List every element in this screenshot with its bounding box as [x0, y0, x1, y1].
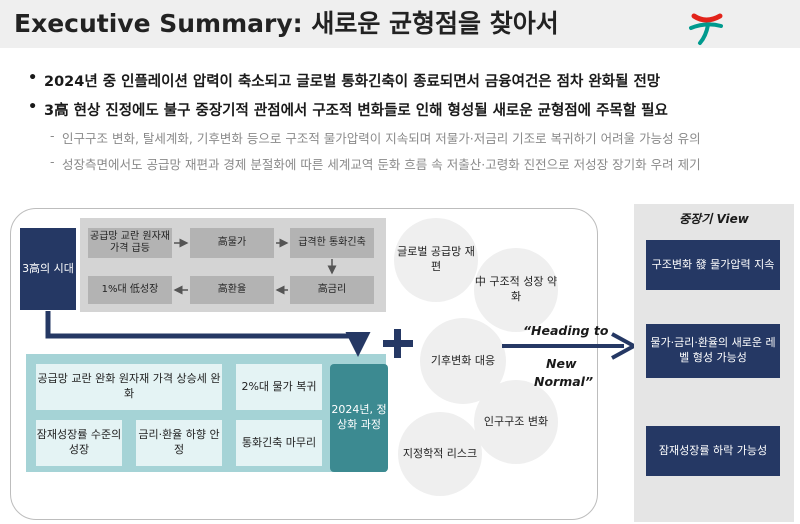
arrow-era-to-normalization [45, 311, 371, 357]
box-potential-growth: 잠재성장률 수준의 성장 [36, 420, 122, 466]
view-title: 중장기 View [679, 212, 749, 226]
circle-china-growth: 中 구조적 성장 약화 [474, 248, 558, 332]
header-bar [0, 0, 800, 48]
circle-global-supply-chain: 글로벌 공급망 재편 [394, 218, 478, 302]
box-supply-shock: 공급망 교란 원자재 가격 급등 [88, 228, 172, 258]
box-end-tightening: 통화긴축 마무리 [236, 420, 322, 466]
heading-text-line2: New [546, 356, 577, 371]
sub-bullet-2: -성장측면에서도 공급망 재편과 경제 분절화에 따른 세계교역 둔화 흐름 속… [50, 154, 701, 172]
view-item-inflation-pressure: 구조변화 發 물가압력 지속 [646, 240, 780, 290]
box-three-highs-era: 3高의 시대 [20, 228, 76, 310]
page-title: Executive Summary: 새로운 균형점을 찾아서 [14, 9, 559, 38]
view-item-growth-decline: 잠재성장률 하락 가능성 [646, 426, 780, 476]
circle-geopolitical-risk: 지정학적 리스크 [398, 412, 482, 496]
box-high-rate: 高금리 [290, 276, 374, 304]
box-supply-easing: 공급망 교란 완화 원자재 가격 상승세 완화 [36, 364, 222, 410]
box-low-growth: 1%대 低성장 [88, 276, 172, 304]
view-item-new-level: 물가·금리·환율의 새로운 레벨 형성 가능성 [646, 324, 780, 378]
box-normalization-process: 2024년, 정상화 과정 [330, 364, 388, 472]
circle-climate-change: 기후변화 대응 [420, 318, 506, 404]
circle-demographics: 인구구조 변화 [474, 380, 558, 464]
company-logo [689, 13, 723, 45]
heading-text-line3: Normal” [534, 374, 594, 389]
bullet-1: •2024년 중 인플레이션 압력이 축소되고 글로벌 통화긴축이 종료되면서 … [28, 70, 661, 90]
box-rapid-tightening: 급격한 통화긴축 [290, 228, 374, 258]
box-inflation-return: 2%대 물가 복귀 [236, 364, 322, 410]
box-high-fx: 高환율 [190, 276, 274, 304]
bullet-2: •3高 현상 진정에도 불구 중장기적 관점에서 구조적 변화들로 인해 형성될… [28, 99, 668, 119]
box-high-price: 高물가 [190, 228, 274, 258]
box-rates-stable: 금리·환율 하향 안정 [136, 420, 222, 466]
heading-text-line1: “Heading to [523, 323, 609, 338]
sub-bullet-1: -인구구조 변화, 탈세계화, 기후변화 등으로 구조적 물가압력이 지속되며 … [50, 128, 701, 146]
